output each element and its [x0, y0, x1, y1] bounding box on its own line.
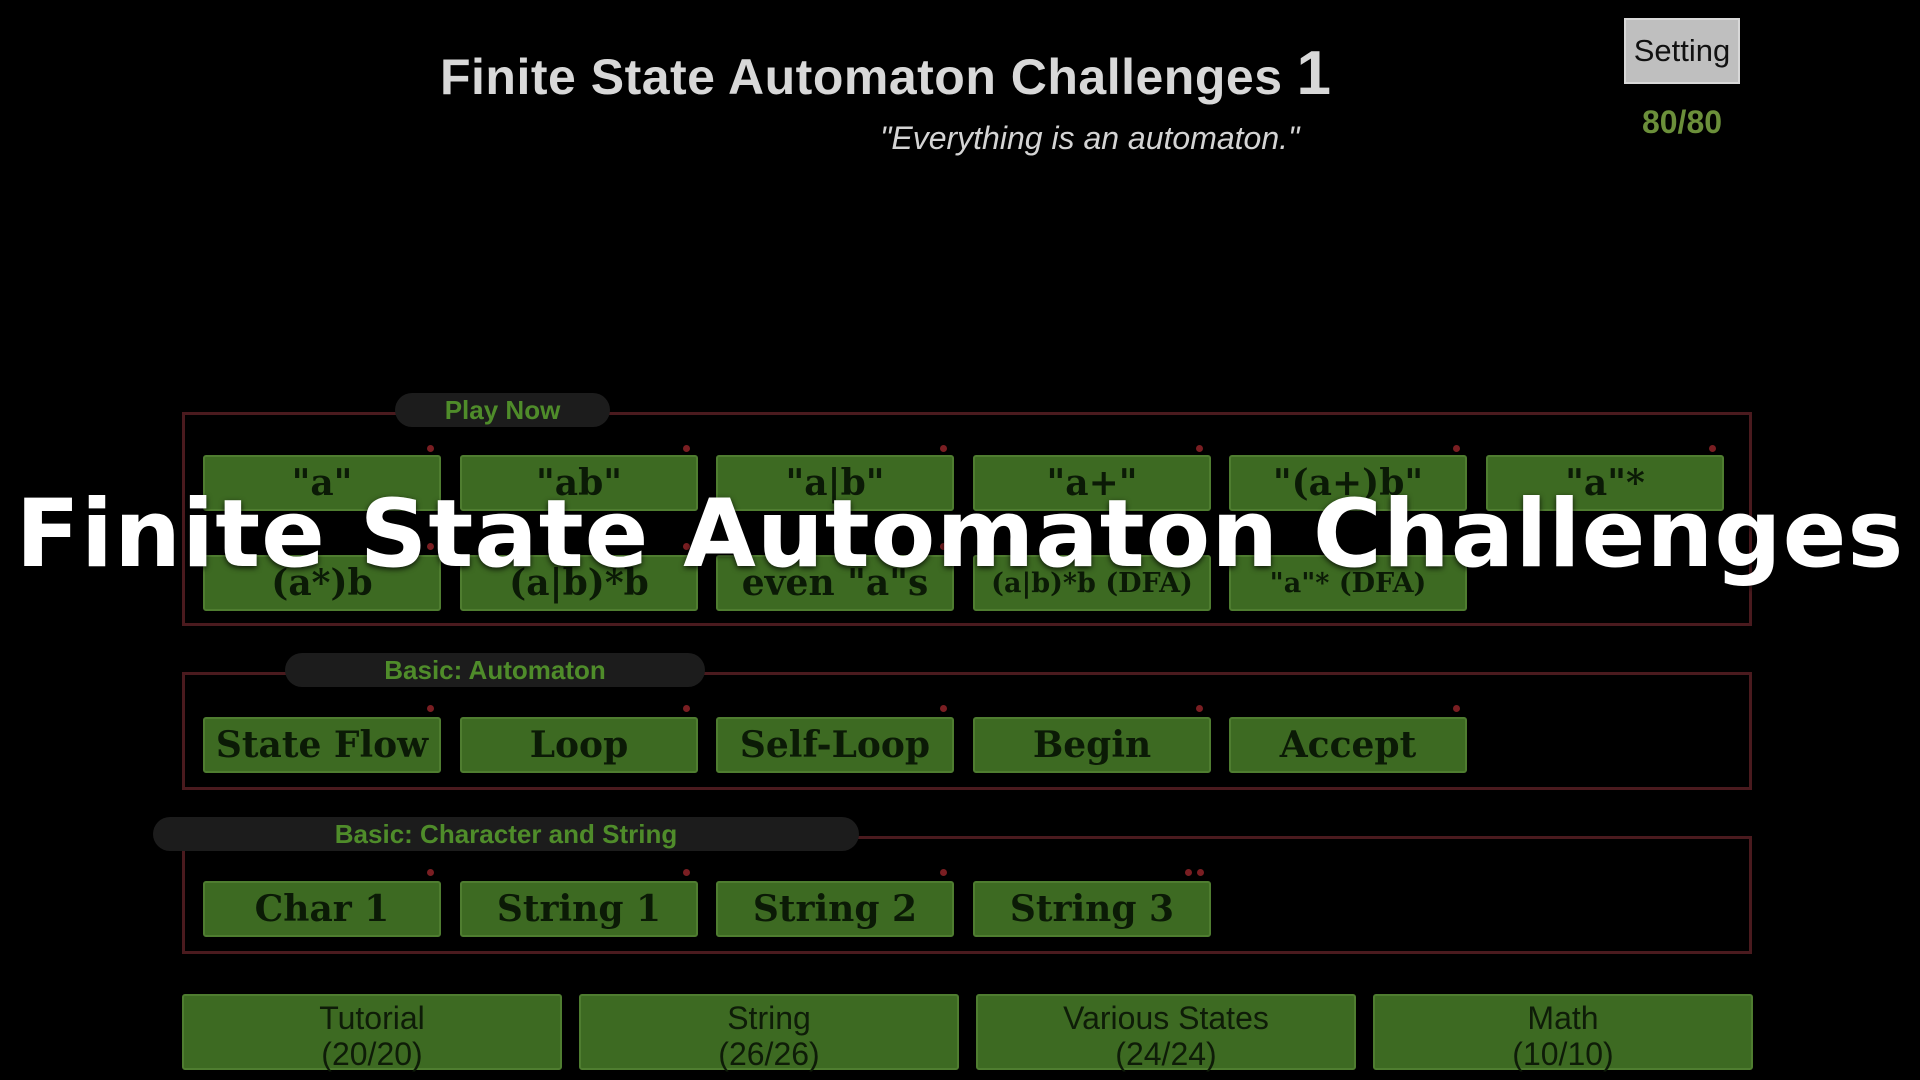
- level-button[interactable]: (a*)b: [203, 555, 441, 611]
- section-basic-automaton: Basic: Automaton State Flow Loop Self-Lo…: [182, 653, 1752, 790]
- category-progress: (10/10): [1512, 1036, 1614, 1072]
- level-button[interactable]: Self-Loop: [716, 717, 954, 773]
- level-marker: [1196, 445, 1203, 452]
- category-button-tutorial[interactable]: Tutorial (20/20): [182, 994, 562, 1072]
- level-marker: [1185, 869, 1192, 876]
- category-button-various-states[interactable]: Various States (24/24): [976, 994, 1356, 1072]
- level-button[interactable]: "a"* (DFA): [1229, 555, 1467, 611]
- level-button[interactable]: Loop: [460, 717, 698, 773]
- level-button[interactable]: Begin: [973, 717, 1211, 773]
- category-button-math[interactable]: Math (10/10): [1373, 994, 1753, 1072]
- level-button[interactable]: "a": [203, 455, 441, 511]
- category-progress: (24/24): [1115, 1036, 1217, 1072]
- level-button[interactable]: String 3: [973, 881, 1211, 937]
- level-marker: [427, 543, 434, 550]
- level-button[interactable]: "a"*: [1486, 455, 1724, 511]
- section-basic-char-string: Basic: Character and String Char 1 Strin…: [153, 817, 1752, 954]
- level-marker: [683, 869, 690, 876]
- level-marker: [940, 445, 947, 452]
- title-number: 1: [1296, 39, 1332, 108]
- level-button[interactable]: String 2: [716, 881, 954, 937]
- level-marker: [683, 543, 690, 550]
- level-button[interactable]: (a|b)*b (DFA): [973, 555, 1211, 611]
- category-name: Math: [1527, 1000, 1599, 1036]
- level-marker: [427, 869, 434, 876]
- level-button[interactable]: even "a"s: [716, 555, 954, 611]
- overlay-title: Finite State Automaton Challenges: [15, 480, 1905, 589]
- category-button-string[interactable]: String (26/26): [579, 994, 959, 1072]
- section-play-now: Play Now "a" "ab" "a|b" "a+" "(a+)b" "a"…: [182, 393, 1752, 626]
- level-marker: [1453, 445, 1460, 452]
- section-label-basic-automaton: Basic: Automaton: [285, 653, 705, 687]
- title-text: Finite State Automaton Challenges: [440, 49, 1283, 105]
- level-button[interactable]: Accept: [1229, 717, 1467, 773]
- level-marker: [940, 705, 947, 712]
- level-marker: [1709, 445, 1716, 452]
- total-score: 80/80: [1641, 104, 1723, 140]
- level-marker: [683, 445, 690, 452]
- level-button[interactable]: "ab": [460, 455, 698, 511]
- category-name: String: [727, 1000, 811, 1036]
- category-name: Various States: [1063, 1000, 1269, 1036]
- section-label-play-now: Play Now: [395, 393, 610, 427]
- section-label-basic-char-string: Basic: Character and String: [153, 817, 859, 851]
- setting-button[interactable]: Setting: [1624, 18, 1740, 84]
- category-name: Tutorial: [319, 1000, 425, 1036]
- level-button[interactable]: "a|b": [716, 455, 954, 511]
- level-marker: [940, 543, 947, 550]
- level-marker: [427, 705, 434, 712]
- category-progress: (20/20): [321, 1036, 423, 1072]
- level-marker: [683, 705, 690, 712]
- level-marker: [1197, 869, 1204, 876]
- level-button[interactable]: State Flow: [203, 717, 441, 773]
- subtitle-quote: "Everything is an automaton.": [880, 120, 1300, 156]
- category-progress: (26/26): [718, 1036, 820, 1072]
- level-button[interactable]: Char 1: [203, 881, 441, 937]
- level-marker: [940, 869, 947, 876]
- level-button[interactable]: "(a+)b": [1229, 455, 1467, 511]
- level-marker: [1453, 705, 1460, 712]
- level-marker: [427, 445, 434, 452]
- level-button[interactable]: String 1: [460, 881, 698, 937]
- level-button[interactable]: (a|b)*b: [460, 555, 698, 611]
- level-button[interactable]: "a+": [973, 455, 1211, 511]
- level-marker: [1196, 705, 1203, 712]
